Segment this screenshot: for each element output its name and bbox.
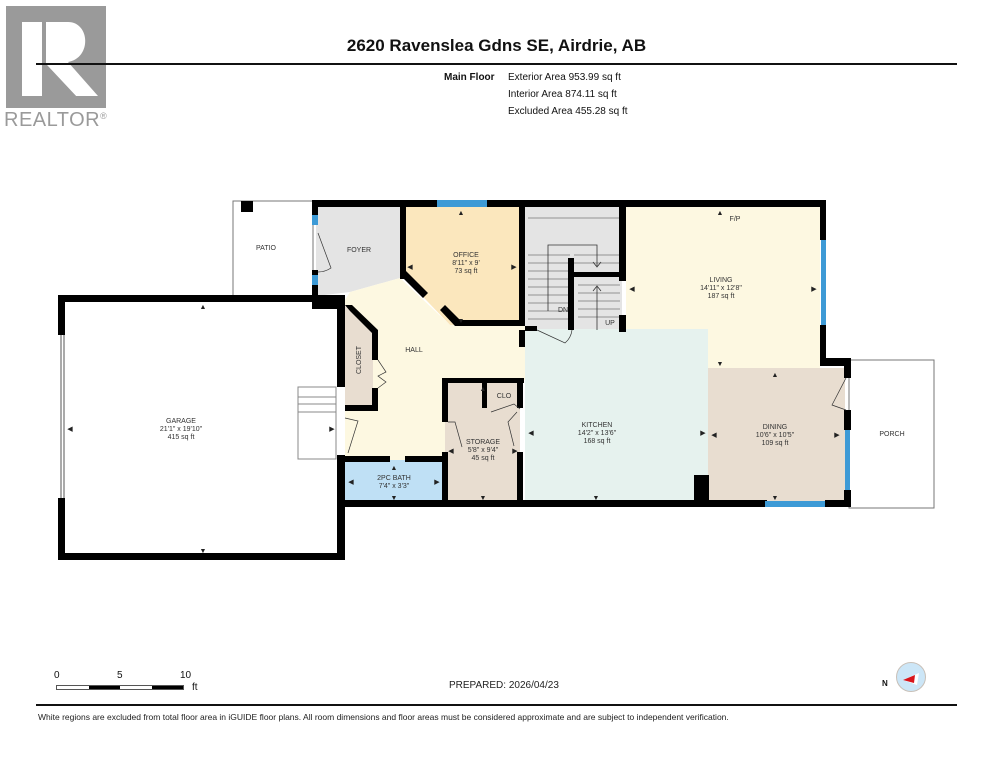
svg-text:◀: ◀ — [448, 448, 454, 455]
compass-north-label: N — [882, 679, 888, 688]
garage-door — [60, 335, 65, 498]
title-divider — [36, 63, 957, 65]
storage-dims: 5'8" x 9'4" — [468, 447, 499, 454]
windows — [312, 200, 850, 507]
scale-bar-graphic — [56, 685, 184, 690]
bath-dims: 7'4" x 3'3" — [379, 483, 410, 490]
stairs-down-label: DN — [558, 307, 568, 314]
bath-label: 2PC BATH — [377, 475, 411, 482]
clo-label: CLO — [497, 393, 512, 400]
kitchen-dims: 14'2" x 13'6" — [578, 430, 617, 437]
svg-text:◀: ◀ — [67, 426, 73, 433]
svg-text:▶: ▶ — [329, 426, 335, 433]
patio-area — [232, 200, 314, 297]
svg-text:▶: ▶ — [512, 448, 518, 455]
scale-unit: ft — [192, 682, 198, 693]
svg-text:▼: ▼ — [458, 318, 465, 325]
stairs-up-label: UP — [605, 320, 615, 327]
svg-text:▼: ▼ — [480, 495, 487, 502]
patio-label: PATIO — [256, 245, 277, 252]
kitchen-label: KITCHEN — [582, 422, 613, 429]
bath-area — [345, 460, 442, 500]
foyer-label: FOYER — [347, 247, 371, 254]
svg-text:◀: ◀ — [348, 479, 354, 486]
scale-ten: 10 — [180, 670, 192, 681]
svg-text:◀: ◀ — [528, 430, 534, 437]
svg-text:▼: ▼ — [772, 495, 779, 502]
closet-label: CLOSET — [356, 345, 363, 374]
svg-text:▼: ▼ — [391, 495, 398, 502]
svg-text:◀: ◀ — [407, 264, 413, 271]
prepared-date: PREPARED: 2026/04/23 — [449, 680, 559, 691]
svg-text:▶: ▶ — [811, 286, 817, 293]
closet-area — [345, 305, 373, 405]
svg-text:▶: ▶ — [834, 432, 840, 439]
garage-dims: 21'1" x 19'10" — [160, 426, 203, 433]
dining-area-text: 109 sq ft — [762, 440, 789, 447]
exterior-area: Exterior Area 953.99 sq ft — [508, 72, 621, 83]
office-label: OFFICE — [453, 252, 479, 259]
realtor-wordmark: REALTOR® — [4, 109, 108, 131]
svg-text:◀: ◀ — [711, 432, 717, 439]
interior-area: Interior Area 874.11 sq ft — [508, 89, 617, 100]
svg-text:▼: ▼ — [593, 495, 600, 502]
hall-label: HALL — [405, 347, 423, 354]
realtor-logo — [6, 6, 106, 108]
north-arrow-icon — [903, 673, 919, 685]
garage-area — [62, 300, 337, 555]
stair-treads — [528, 217, 620, 320]
svg-text:◀: ◀ — [629, 286, 635, 293]
svg-text:▲: ▲ — [458, 210, 465, 217]
excluded-area: Excluded Area 455.28 sq ft — [508, 106, 628, 117]
footer-divider — [36, 704, 957, 706]
svg-text:▲: ▲ — [717, 210, 724, 217]
svg-text:▲: ▲ — [772, 372, 779, 379]
hall-area — [345, 278, 525, 460]
garage-label: GARAGE — [166, 418, 196, 425]
kitchen-area — [525, 329, 708, 502]
realtor-r-icon — [22, 22, 98, 96]
scale-bar: 0 5 10 ft — [52, 670, 202, 695]
porch-area — [848, 359, 935, 509]
porch-label: PORCH — [879, 431, 904, 438]
living-area-text: 187 sq ft — [708, 293, 735, 300]
garage-area-text: 415 sq ft — [168, 434, 195, 441]
compass-icon — [896, 662, 926, 692]
dining-label: DINING — [763, 424, 788, 431]
foyer-area — [316, 206, 400, 296]
storage-label: STORAGE — [466, 439, 500, 446]
dining-dims: 10'6" x 10'5" — [756, 432, 795, 439]
dimension-markers: ▲ ▼ ◀ ▶ ▲ ▼ ◀ ▶ ▲ ▼ ◀ ▶ ◀ ▶ ▼ ▲ ▼ ◀ ▶ ▲ … — [67, 210, 840, 555]
scale-five: 5 — [117, 670, 123, 681]
office-dims: 8'11" x 9' — [452, 260, 480, 267]
svg-text:▲: ▲ — [391, 465, 398, 472]
scale-zero: 0 — [54, 670, 60, 681]
svg-text:▼: ▼ — [717, 361, 724, 368]
svg-text:▲: ▲ — [200, 304, 207, 311]
door-swings — [317, 232, 847, 454]
floor-label: Main Floor — [444, 72, 495, 83]
office-area — [405, 206, 520, 325]
svg-text:▶: ▶ — [434, 479, 440, 486]
walls — [58, 200, 851, 560]
garage-steps — [297, 386, 337, 460]
disclaimer-text: White regions are excluded from total fl… — [38, 712, 729, 722]
stair-arrows — [547, 244, 602, 330]
page-title: 2620 Ravenslea Gdns SE, Airdrie, AB — [346, 36, 647, 55]
svg-text:▲: ▲ — [480, 386, 487, 393]
office-area-text: 73 sq ft — [455, 268, 478, 275]
dining-area — [708, 368, 845, 502]
svg-text:▶: ▶ — [511, 264, 517, 271]
kitchen-extension — [625, 329, 626, 369]
living-dims: 14'11" x 12'8" — [700, 285, 742, 292]
fireplace-label: F/P — [730, 216, 741, 223]
storage-area-text: 45 sq ft — [472, 455, 495, 462]
living-label: LIVING — [710, 277, 733, 284]
svg-text:▼: ▼ — [200, 548, 207, 555]
svg-text:▶: ▶ — [700, 430, 706, 437]
kitchen-area-text: 168 sq ft — [584, 438, 611, 445]
